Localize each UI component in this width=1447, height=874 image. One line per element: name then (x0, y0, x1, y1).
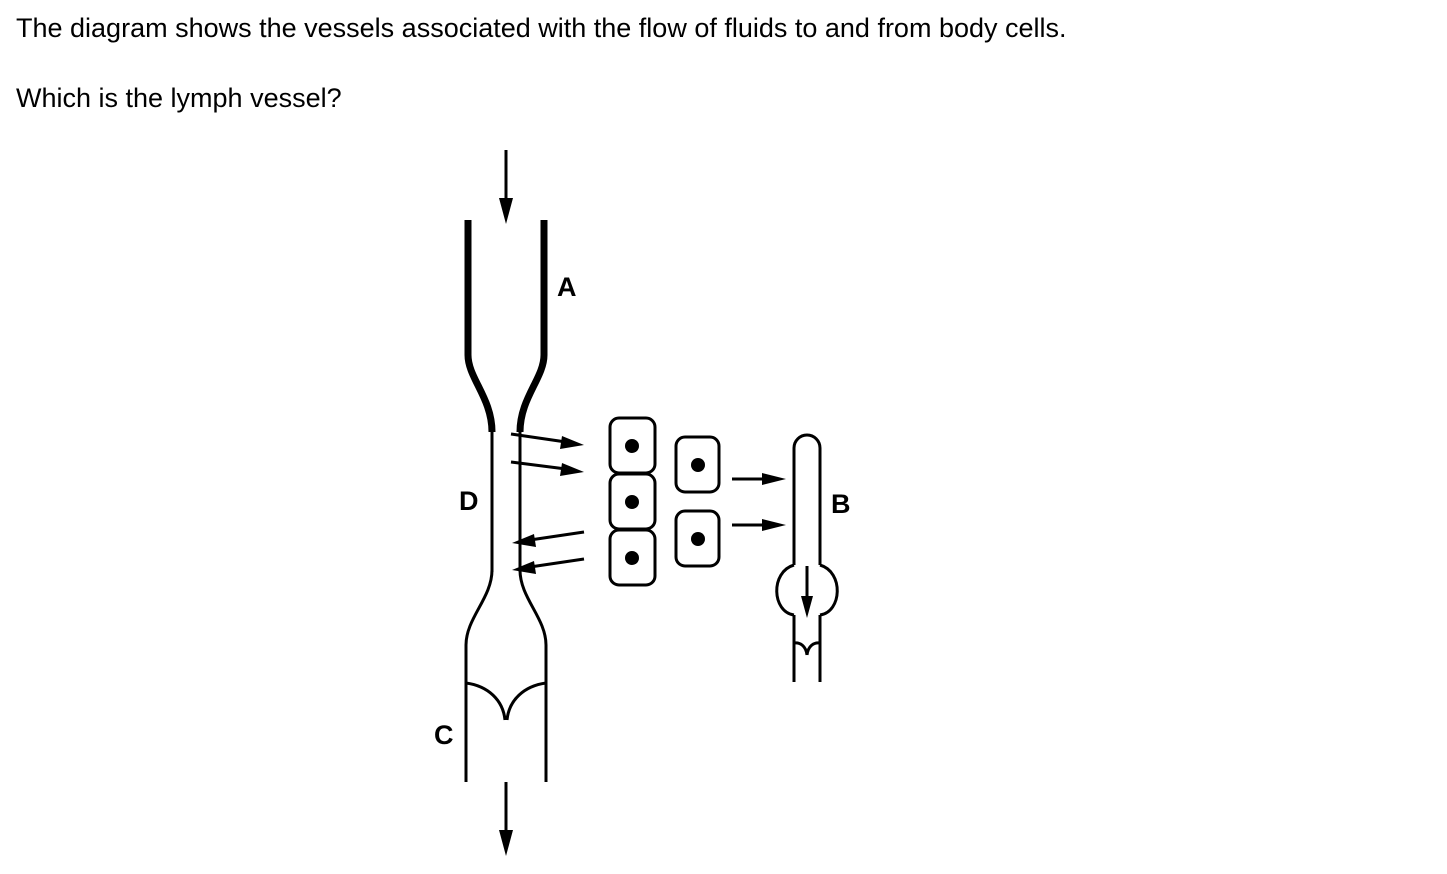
vessel-valve (793, 641, 809, 656)
label-c: C (434, 720, 454, 750)
outflow-arrow (499, 782, 513, 856)
inflow-arrow (499, 150, 513, 224)
cell-nucleus (625, 495, 639, 509)
body-cell (608, 416, 657, 475)
label-d: D (459, 486, 479, 516)
question-prompt: Which is the lymph vessel? (16, 83, 342, 113)
body-cell (608, 472, 657, 531)
return-to-capillary-arrows (512, 530, 585, 574)
blind-ended-vessel (775, 433, 839, 682)
question-text: The diagram shows the vessels associated… (16, 13, 1067, 43)
cell-nucleus (691, 458, 705, 472)
to-lymph-arrows (732, 473, 786, 531)
label-b: B (831, 489, 851, 519)
cell-nucleus (625, 551, 639, 565)
cell-nucleus (625, 439, 639, 453)
capillary-walls (490, 430, 522, 572)
body-cell (674, 435, 721, 494)
label-a: A (557, 272, 577, 302)
body-cell (608, 528, 657, 587)
vein-valve (465, 681, 547, 721)
artery-walls (464, 220, 548, 433)
vessel-flow-arrow (801, 566, 813, 618)
vein-walls (464, 569, 548, 782)
outflow-to-cells-arrows (510, 432, 584, 476)
body-cell (674, 509, 721, 568)
cell-nucleus (691, 532, 705, 546)
